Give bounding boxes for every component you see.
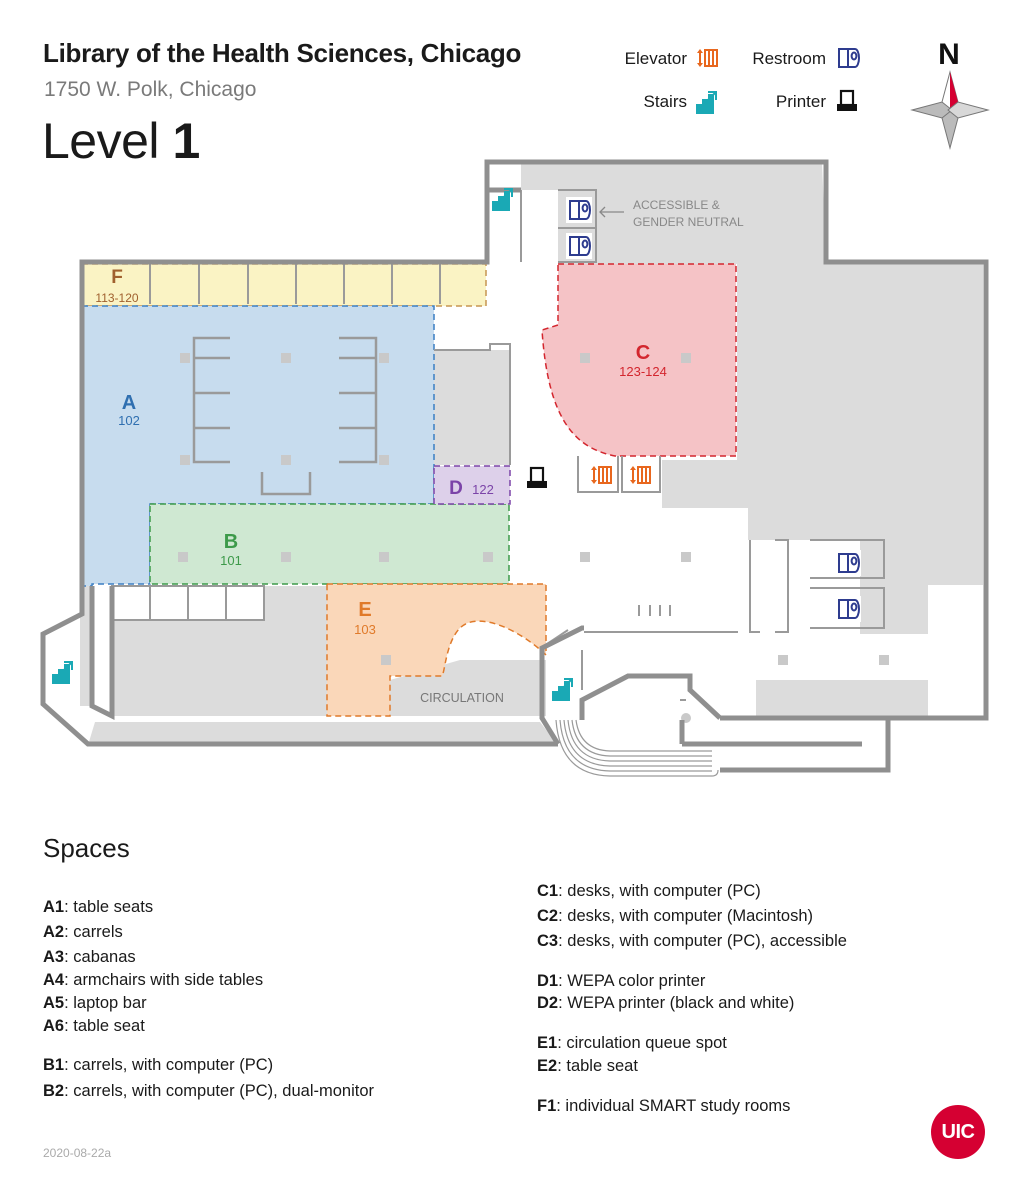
space-item: E1: circulation queue spot bbox=[537, 1034, 727, 1052]
stairs-icon[interactable] bbox=[551, 678, 573, 702]
space-item: C1: desks, with computer (PC) bbox=[537, 882, 761, 900]
f-study-room-dividers bbox=[149, 264, 441, 304]
interior-walls bbox=[434, 189, 885, 701]
room-a-letter: A bbox=[122, 392, 136, 414]
legend-stairs-label: Stairs bbox=[643, 92, 687, 111]
space-item: D1: WEPA color printer bbox=[537, 972, 706, 990]
map-address: 1750 W. Polk, Chicago bbox=[44, 78, 257, 101]
room-c-number: 123-124 bbox=[619, 364, 667, 379]
space-item: D2: WEPA printer (black and white) bbox=[537, 994, 795, 1012]
stairs-icon bbox=[695, 91, 717, 115]
room-f-number: 113-120 bbox=[95, 291, 138, 305]
printer-icon[interactable] bbox=[525, 466, 549, 490]
space-item: C3: desks, with computer (PC), accessibl… bbox=[537, 932, 847, 950]
space-item: B2: carrels, with computer (PC), dual-mo… bbox=[43, 1082, 375, 1100]
a-carrels bbox=[192, 336, 378, 496]
space-item: C2: desks, with computer (Macintosh) bbox=[537, 907, 814, 925]
entrance-steps bbox=[555, 719, 719, 777]
restroom-icon[interactable] bbox=[834, 595, 862, 623]
printer-icon bbox=[835, 89, 859, 113]
elevator-icon bbox=[694, 45, 720, 71]
restroom-icon[interactable] bbox=[834, 549, 862, 577]
circulation-label: CIRCULATION bbox=[420, 691, 504, 705]
legend-printer-label: Printer bbox=[775, 92, 826, 111]
accessible-note-line1: ACCESSIBLE & bbox=[633, 198, 720, 212]
space-item: E2: table seat bbox=[537, 1057, 638, 1075]
space-item: B1: carrels, with computer (PC) bbox=[43, 1056, 274, 1074]
restroom-icon[interactable] bbox=[565, 196, 593, 224]
level-word: Level bbox=[42, 113, 160, 169]
level-title: Level 1 bbox=[42, 112, 200, 170]
floor-plan: N bbox=[40, 38, 990, 777]
space-item: A3: cabanas bbox=[43, 948, 136, 966]
compass-icon bbox=[910, 70, 990, 150]
compass-north-label: N bbox=[938, 38, 960, 71]
space-item: A4: armchairs with side tables bbox=[43, 971, 264, 989]
stairs-icon[interactable] bbox=[51, 661, 73, 685]
room-f-area[interactable] bbox=[81, 263, 487, 307]
elevator-icon[interactable] bbox=[627, 462, 653, 488]
room-c-area[interactable] bbox=[541, 263, 737, 457]
restroom-icon bbox=[834, 44, 862, 72]
room-e-area[interactable] bbox=[326, 583, 547, 717]
room-d-letter: D bbox=[449, 478, 463, 499]
room-d-area[interactable] bbox=[433, 465, 511, 505]
room-e-number: 103 bbox=[354, 622, 376, 637]
legend-restroom-label: Restroom bbox=[752, 49, 826, 68]
room-c-letter: C bbox=[636, 342, 650, 364]
legend-elevator-label: Elevator bbox=[624, 49, 687, 68]
uic-logo: UIC bbox=[931, 1105, 985, 1159]
space-item: A6: table seat bbox=[43, 1017, 145, 1035]
space-item: A2: carrels bbox=[43, 923, 123, 941]
space-item: F1: individual SMART study rooms bbox=[537, 1097, 791, 1115]
elevator-icon[interactable] bbox=[588, 462, 614, 488]
room-e-letter: E bbox=[358, 599, 371, 621]
space-item: A1: table seats bbox=[43, 898, 154, 916]
space-item: A5: laptop bar bbox=[43, 994, 147, 1012]
exterior-walls bbox=[40, 159, 989, 773]
room-b-area[interactable] bbox=[149, 503, 510, 585]
room-a-number: 102 bbox=[118, 413, 140, 428]
column-markers bbox=[178, 353, 889, 723]
restroom-icon[interactable] bbox=[565, 232, 593, 260]
level-number: 1 bbox=[172, 113, 200, 169]
room-b-letter: B bbox=[224, 531, 238, 553]
accessible-arrow-icon bbox=[599, 206, 624, 218]
room-b-number: 101 bbox=[220, 553, 242, 568]
room-f-letter: F bbox=[111, 267, 123, 288]
accessible-note-line2: GENDER NEUTRAL bbox=[633, 215, 744, 229]
spaces-heading: Spaces bbox=[43, 833, 130, 863]
map-title: Library of the Health Sciences, Chicago bbox=[43, 38, 522, 68]
cabanas bbox=[111, 585, 265, 621]
version-stamp: 2020-08-22a bbox=[43, 1146, 112, 1160]
service-areas bbox=[80, 162, 983, 745]
room-d-number: 122 bbox=[472, 482, 494, 497]
